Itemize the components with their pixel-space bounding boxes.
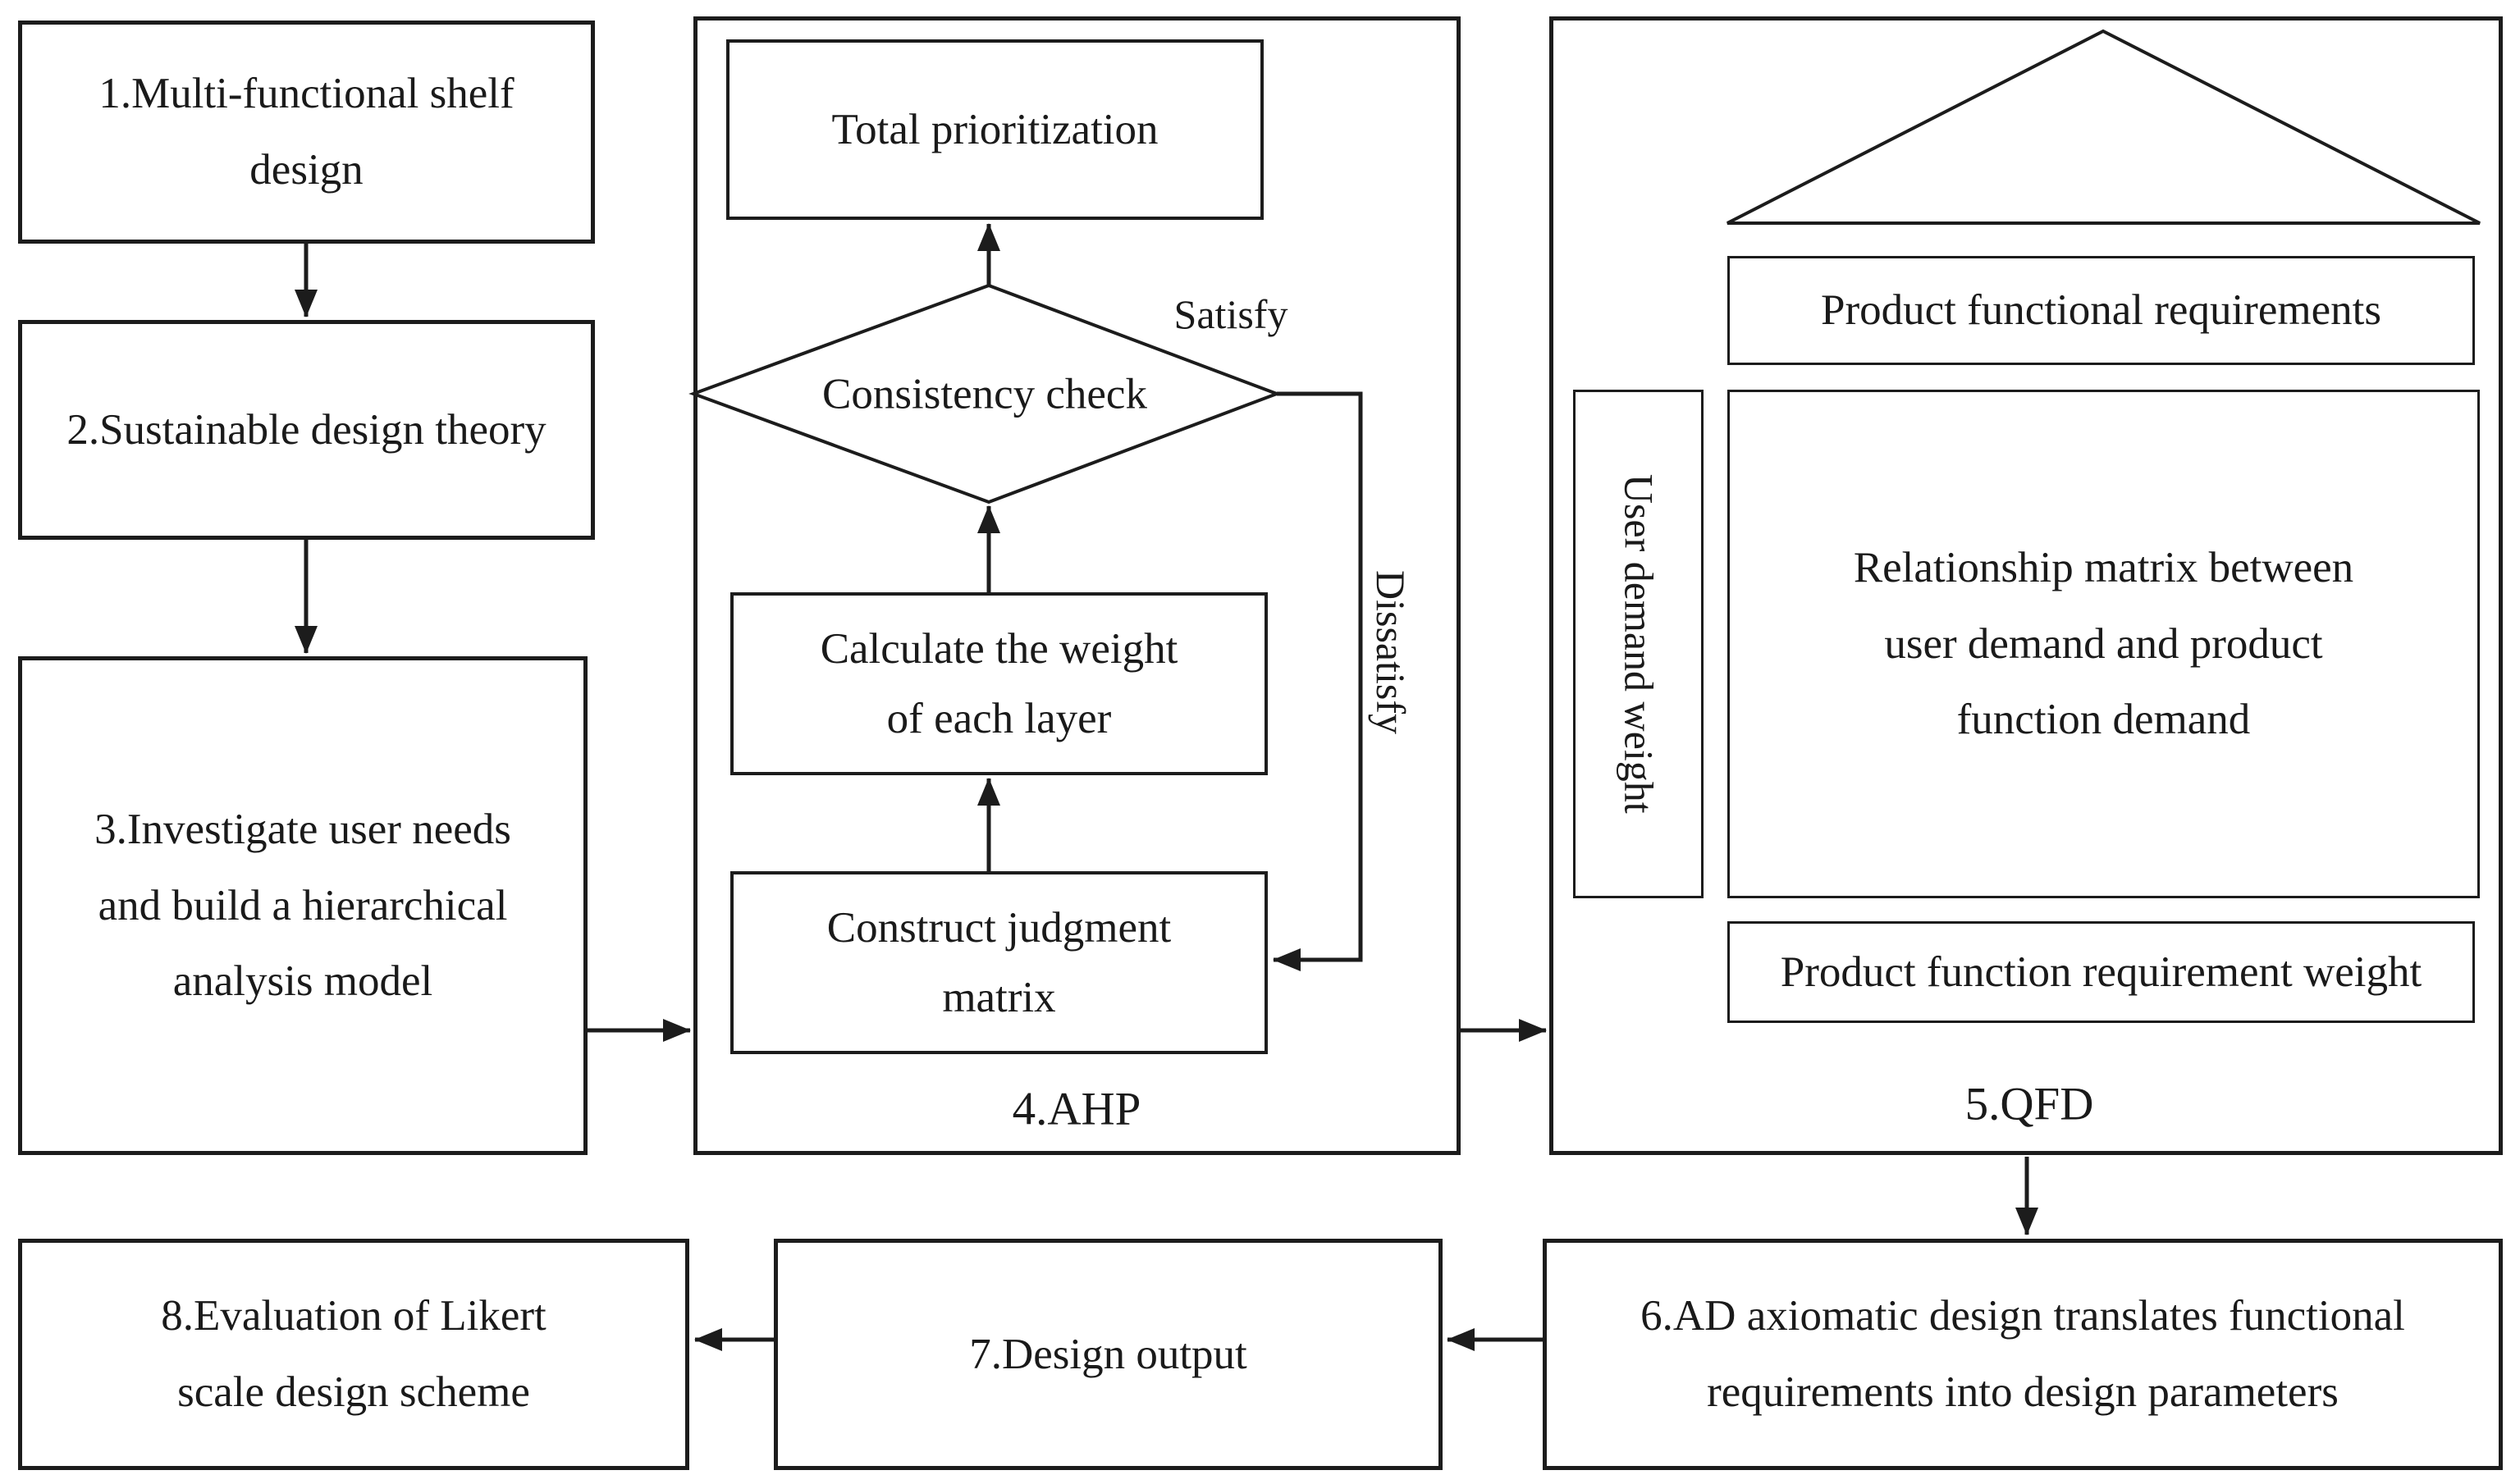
- qfd-container: [1549, 16, 2503, 1155]
- node-relationship-matrix: Relationship matrix between user demand …: [1727, 390, 2480, 898]
- node-step8: 8.Evaluation of Likert scale design sche…: [18, 1239, 689, 1470]
- ahp-container: [693, 16, 1461, 1155]
- node-step2: 2.Sustainable design theory: [18, 320, 595, 540]
- node-step6: 6.AD axiomatic design translates functio…: [1543, 1239, 2503, 1470]
- satisfy-label: Satisfy: [1173, 291, 1288, 337]
- node-total-prioritization: Total prioritization: [726, 39, 1264, 220]
- node-step3: 3.Investigate user needs and build a hie…: [18, 656, 588, 1155]
- dissatisfy-label: Dissatisfy: [1368, 570, 1414, 734]
- node-step7: 7.Design output: [774, 1239, 1443, 1470]
- node-construct-matrix: Construct judgment matrix: [730, 871, 1268, 1054]
- node-step1: 1.Multi-functional shelf design: [18, 21, 595, 244]
- node-product-function-requirement-weight: Product function requirement weight: [1727, 921, 2475, 1023]
- node-user-demand-weight: User demand weight: [1573, 390, 1704, 898]
- ahp-section-label: 4.AHP: [1012, 1083, 1141, 1135]
- user-demand-weight-label: User demand weight: [1616, 474, 1662, 814]
- dissatisfy-feedback-line: [1277, 391, 1363, 962]
- qfd-section-label: 5.QFD: [1964, 1078, 2094, 1130]
- node-product-functional-requirements: Product functional requirements: [1727, 256, 2475, 365]
- qfd-roof-triangle: [1726, 29, 2481, 225]
- node-calculate-weight: Calculate the weight of each layer: [730, 592, 1268, 775]
- consistency-check-label: Consistency check: [822, 370, 1147, 418]
